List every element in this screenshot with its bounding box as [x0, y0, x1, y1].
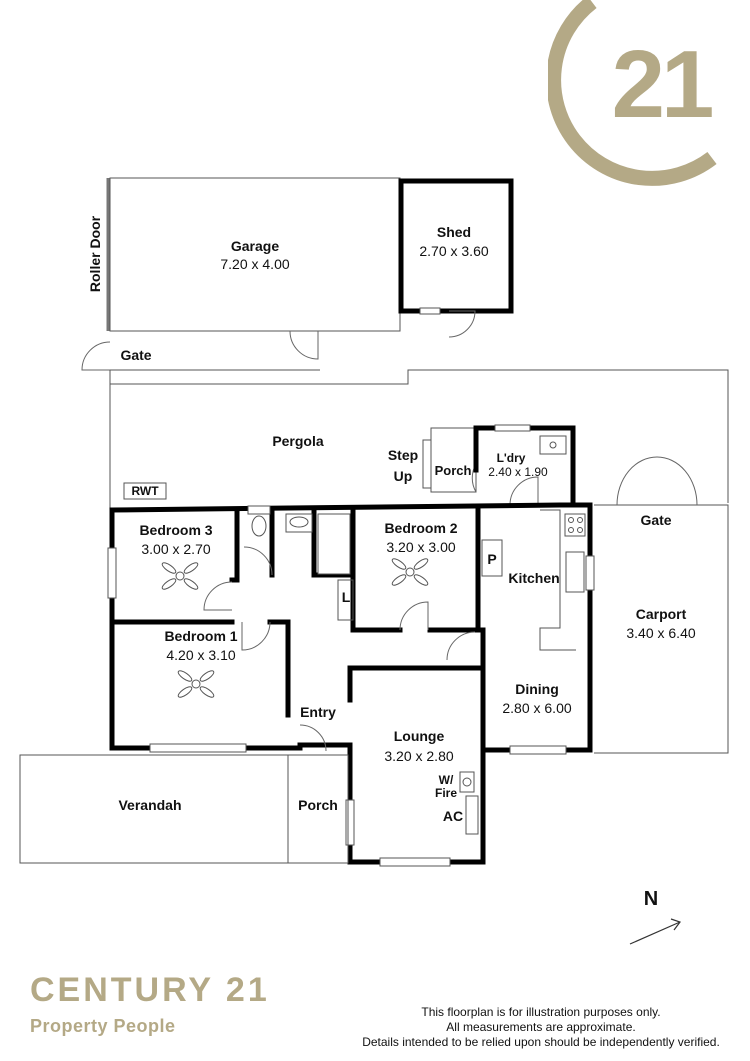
bedroom1-name: Bedroom 1 [164, 628, 237, 644]
entry-name: Entry [300, 704, 336, 720]
house-fixtures [107, 505, 595, 867]
roller-door-label: Roller Door [87, 215, 103, 292]
rainwater-tank [123, 482, 167, 500]
ceiling-fan-icon [177, 670, 215, 698]
laundry [473, 424, 576, 508]
pergola-name: Pergola [272, 433, 324, 449]
bedroom2-name: Bedroom 2 [384, 520, 457, 536]
side-gate [81, 341, 111, 371]
shed-name: Shed [437, 224, 471, 240]
rear-porch [422, 427, 477, 493]
pergola-area [109, 369, 729, 510]
garage-dims: 7.20 x 4.00 [220, 256, 289, 272]
ceiling-fan-icon [391, 558, 429, 586]
century21-logo: 21 [548, 0, 717, 186]
step-up-line1: Step [388, 447, 418, 463]
carport-gate-label: Gate [640, 512, 671, 528]
bedroom3-dims: 3.00 x 2.70 [141, 541, 210, 557]
ac-label: AC [443, 808, 463, 824]
brand-block: CENTURY 21 Property People [30, 972, 270, 1037]
north-label: N [644, 888, 658, 910]
rear-porch-name: Porch [435, 463, 472, 478]
carport [594, 456, 729, 754]
carport-name: Carport [636, 606, 687, 622]
shed [398, 178, 514, 338]
wood-fire-line1: W/ [439, 773, 454, 787]
lounge-name: Lounge [394, 728, 445, 744]
kitchen-name: Kitchen [508, 570, 559, 586]
brand-subtitle: Property People [30, 1016, 176, 1036]
bedroom1-dims: 4.20 x 3.10 [166, 647, 235, 663]
carport-dims: 3.40 x 6.40 [626, 625, 695, 641]
logo-arc [548, 0, 717, 186]
laundry-name: L'dry [497, 451, 526, 465]
bedroom2-dims: 3.20 x 3.00 [386, 539, 455, 555]
wood-fire-line2: Fire [435, 786, 457, 800]
bedroom3-name: Bedroom 3 [139, 522, 212, 538]
shed-dims: 2.70 x 3.60 [419, 243, 488, 259]
lounge-dims: 3.20 x 2.80 [384, 748, 453, 764]
side-gate-label: Gate [120, 347, 151, 363]
verandah-name: Verandah [118, 797, 181, 813]
disclaimer-line: This floorplan is for illustration purpo… [421, 1005, 661, 1019]
disclaimer: This floorplan is for illustration purpo… [340, 1005, 742, 1050]
laundry-dims: 2.40 x 1.90 [488, 465, 548, 479]
front-porch [287, 754, 349, 864]
pantry-label: P [487, 551, 496, 567]
disclaimer-line: All measurements are approximate. [446, 1020, 636, 1034]
logo-number: 21 [612, 31, 712, 138]
rwt-label: RWT [131, 484, 159, 498]
garage-name: Garage [231, 238, 279, 254]
house-doors [203, 546, 476, 752]
ceiling-fan-icon [161, 562, 199, 590]
brand-name: CENTURY 21 [30, 971, 270, 1009]
disclaimer-line: Details intended to be relied upon shoul… [362, 1035, 720, 1049]
linen-label: L [342, 589, 351, 605]
dining-dims: 2.80 x 6.00 [502, 700, 571, 716]
dining-name: Dining [515, 681, 559, 697]
front-porch-name: Porch [298, 797, 338, 813]
north-arrow [629, 918, 681, 945]
step-up-line2: Up [394, 468, 413, 484]
